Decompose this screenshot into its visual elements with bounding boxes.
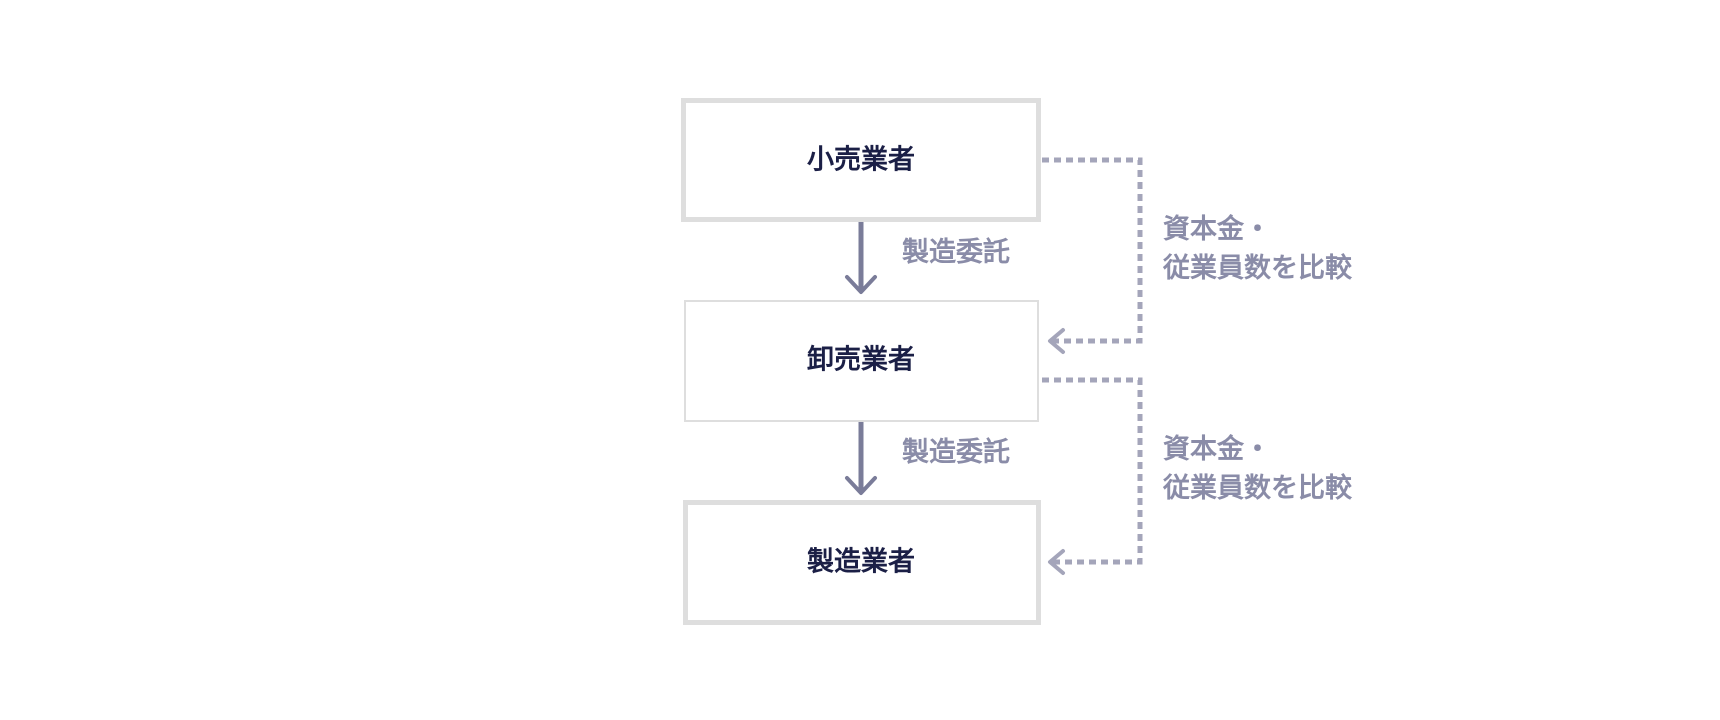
comparison-wholesaler-manufacturer-label-line2: 従業員数を比較	[1162, 472, 1353, 504]
comparison-wholesaler-manufacturer-arrowhead	[1048, 549, 1065, 575]
comparison-retailer-wholesaler-arrowhead	[1048, 328, 1065, 354]
comparison-retailer-wholesaler: 資本金・ 従業員数を比較	[1042, 157, 1353, 354]
edge-wholesaler-to-manufacturer-arrowhead	[845, 476, 877, 495]
node-retailer: 小売業者	[681, 98, 1041, 222]
node-wholesaler: 卸売業者	[684, 300, 1039, 422]
comparison-retailer-wholesaler-label-line2: 従業員数を比較	[1162, 252, 1353, 284]
edge-retailer-to-wholesaler: 製造委託	[845, 222, 1010, 294]
comparison-wholesaler-manufacturer-label-line1: 資本金・	[1163, 433, 1271, 465]
node-manufacturer-box	[683, 500, 1041, 625]
comparison-retailer-wholesaler-line	[1042, 157, 1143, 344]
node-retailer-label: 小売業者	[807, 145, 915, 176]
comparison-wholesaler-manufacturer-line	[1042, 377, 1143, 565]
node-manufacturer-label: 製造業者	[807, 547, 915, 578]
node-manufacturer: 製造業者	[683, 500, 1041, 625]
comparison-retailer-wholesaler-label-line1: 資本金・	[1163, 213, 1271, 245]
node-wholesaler-label: 卸売業者	[807, 344, 915, 376]
node-wholesaler-box	[684, 300, 1039, 422]
node-retailer-box	[681, 98, 1041, 222]
edge-wholesaler-to-manufacturer: 製造委託	[845, 422, 1010, 495]
comparison-wholesaler-manufacturer: 資本金・ 従業員数を比較	[1042, 377, 1353, 575]
edge-retailer-to-wholesaler-label: 製造委託	[902, 236, 1010, 268]
edge-wholesaler-to-manufacturer-label: 製造委託	[902, 436, 1010, 468]
edge-retailer-to-wholesaler-arrowhead	[845, 275, 877, 294]
